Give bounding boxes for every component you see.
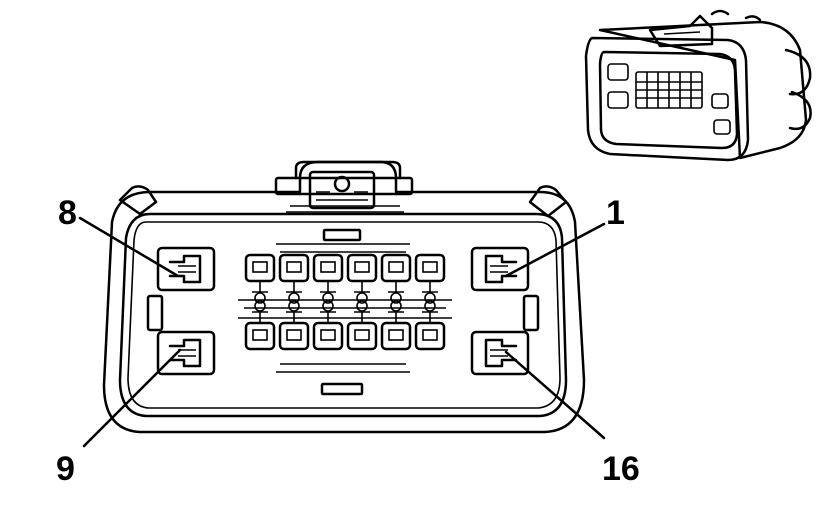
center-terminal-top-4 bbox=[346, 253, 378, 304]
cavity-pin-1 bbox=[470, 246, 530, 292]
center-terminal-bottom-5 bbox=[380, 300, 412, 351]
center-guide-line-top bbox=[276, 243, 410, 253]
center-terminal-bottom-4 bbox=[346, 300, 378, 351]
cavity-pin-9 bbox=[156, 330, 216, 376]
cavity-pin-16 bbox=[470, 330, 530, 376]
pin-label-8: 8 bbox=[58, 194, 77, 232]
center-terminal-top-2 bbox=[278, 253, 310, 304]
pin-label-9: 9 bbox=[56, 450, 75, 488]
pin-label-1: 1 bbox=[606, 194, 625, 232]
leader-line-pin-1 bbox=[504, 222, 606, 278]
leader-line-pin-8 bbox=[78, 216, 180, 278]
center-terminal-top-3 bbox=[312, 253, 344, 304]
center-terminal-bottom-2 bbox=[278, 300, 310, 351]
center-terminal-top-5 bbox=[380, 253, 412, 304]
center-guide-line-bottom bbox=[276, 363, 410, 373]
center-terminal-rows bbox=[238, 243, 452, 373]
center-terminal-bottom-6 bbox=[414, 300, 446, 351]
leader-line-pin-16 bbox=[504, 350, 606, 440]
pin-label-16: 16 bbox=[602, 450, 640, 488]
center-terminal-top-6 bbox=[414, 253, 446, 304]
center-terminal-top-1 bbox=[244, 253, 276, 304]
leader-lines bbox=[78, 216, 606, 448]
leader-line-pin-9 bbox=[82, 348, 182, 448]
center-terminal-bottom-3 bbox=[312, 300, 344, 351]
cavity-pin-8 bbox=[156, 246, 216, 292]
center-terminal-bottom-1 bbox=[244, 300, 276, 351]
connector-face bbox=[102, 160, 586, 434]
top-latch bbox=[274, 160, 414, 242]
connector-perspective-view bbox=[584, 9, 812, 162]
perspective-terminal-grid bbox=[635, 71, 703, 109]
center-divider-lines bbox=[238, 299, 452, 319]
